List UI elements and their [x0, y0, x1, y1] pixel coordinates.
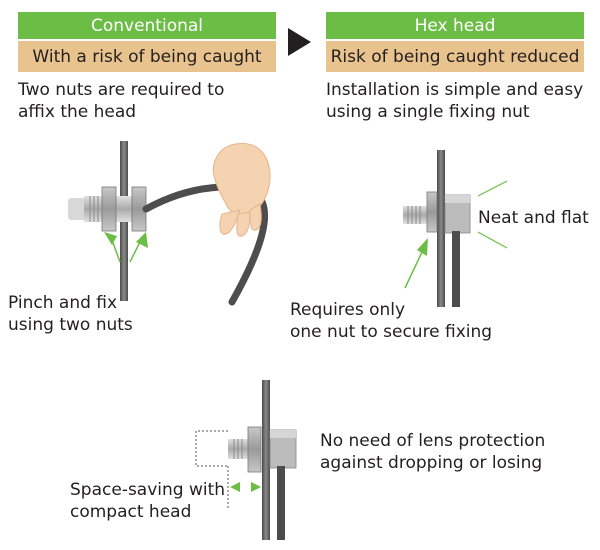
hex-head-description: Installation is simple and easy using a …	[326, 80, 584, 122]
nut-left	[101, 186, 117, 232]
arrow-head-left-icon	[104, 232, 117, 245]
hex-head-risk-label: Risk of being caught reduced	[326, 41, 584, 72]
hex-head-illustration	[403, 150, 508, 307]
conventional-illustration	[68, 141, 271, 306]
cable	[452, 231, 460, 307]
one-nut-callout: Requires only one nut to secure fixing	[290, 300, 493, 342]
fixing-nut	[426, 191, 438, 233]
hand-icon	[212, 143, 271, 237]
conventional-title: Conventional	[18, 12, 276, 39]
space-saving-callout: Space-saving with compact head	[70, 480, 226, 522]
conventional-risk-label: With a risk of being caught	[18, 41, 276, 72]
mounting-bracket	[437, 150, 445, 307]
lens-protection-callout: No need of lens protection against dropp…	[320, 431, 546, 473]
conventional-description: Two nuts are required to affix the head	[18, 80, 225, 122]
hex-head-title: Hex head	[326, 12, 584, 39]
arrow-head-right-icon	[136, 232, 148, 248]
nut-arrows	[111, 239, 141, 263]
flat-indicator-lines	[477, 180, 508, 249]
pinch-callout: Pinch and fix using two nuts	[8, 293, 133, 335]
neat-flat-callout: Neat and flat	[478, 208, 589, 228]
threaded-body	[403, 206, 431, 224]
mounting-bracket	[262, 380, 270, 540]
conventional-outline	[195, 430, 228, 467]
fixing-nut	[247, 426, 262, 473]
compact-head-illustration	[195, 380, 297, 540]
space-saving-arrows	[230, 482, 261, 492]
lens-cap	[68, 198, 86, 220]
cable	[277, 466, 285, 540]
nut-arrow	[404, 249, 424, 289]
arrow-head-icon	[417, 238, 428, 256]
threaded-body	[228, 439, 250, 459]
